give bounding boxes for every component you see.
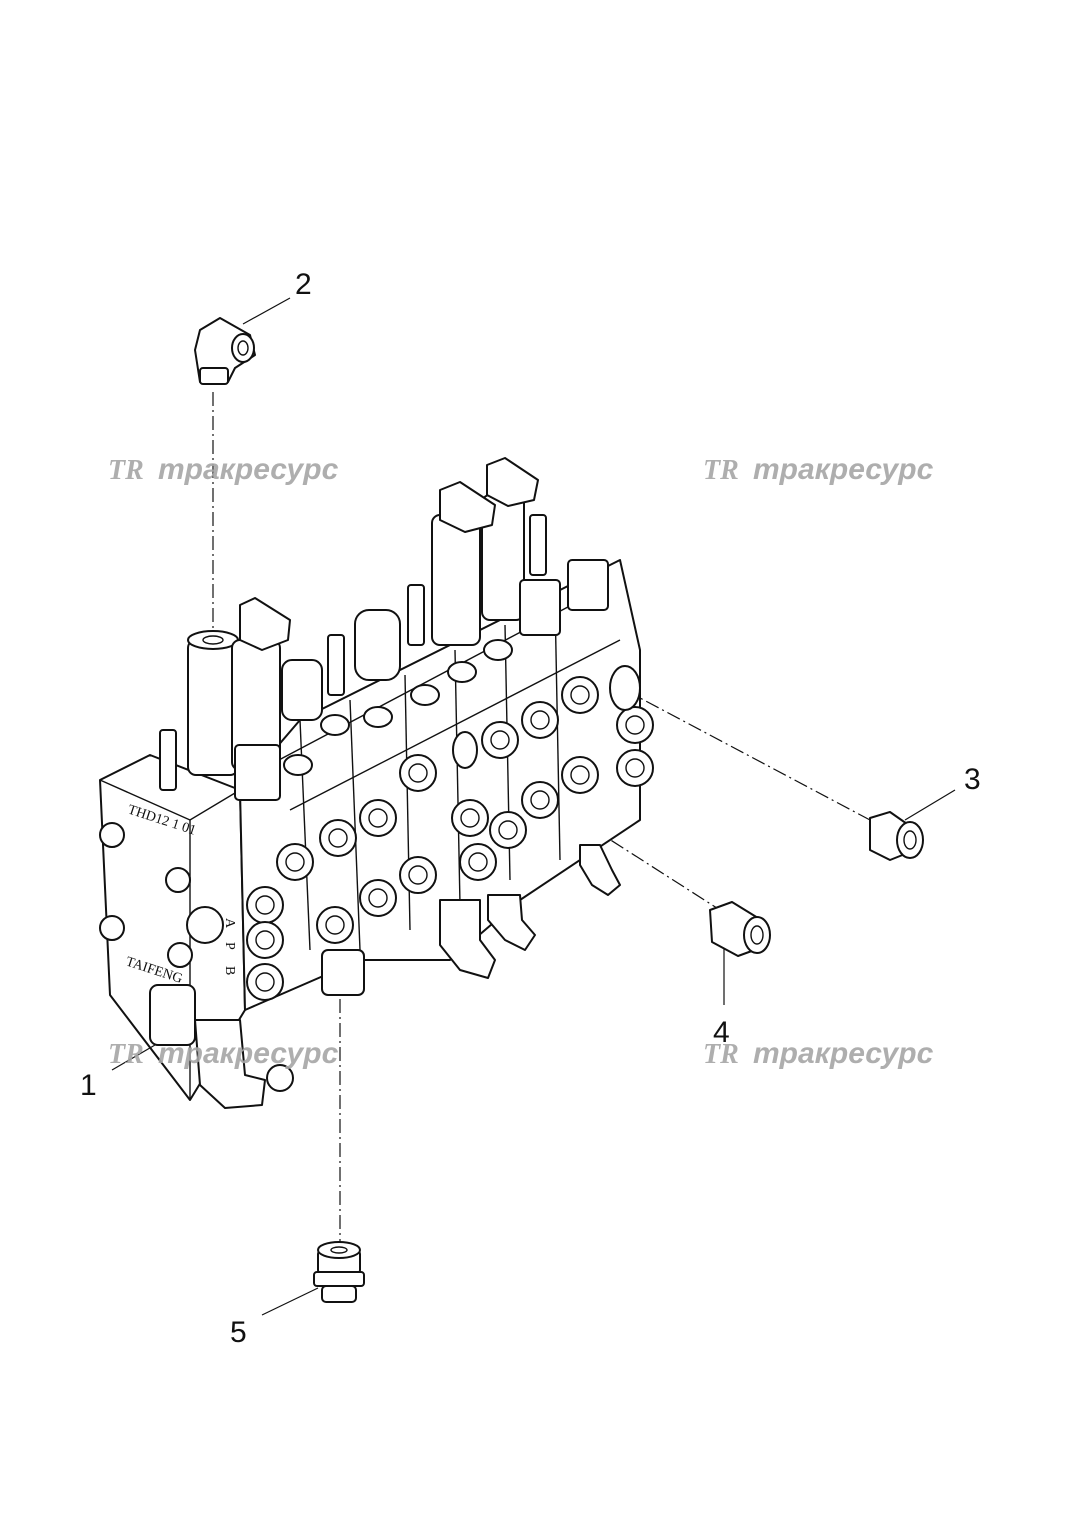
watermark-bottom-right: TR тракресурс xyxy=(703,1037,934,1070)
leader-1 xyxy=(111,1044,156,1071)
svg-text:TR: TR xyxy=(108,1039,144,1070)
leader-5 xyxy=(261,1287,319,1316)
svg-text:TR: TR xyxy=(108,455,144,486)
svg-text:TR: TR xyxy=(703,1039,739,1070)
watermark-top-right: TR тракресурс xyxy=(703,453,934,486)
callout-3: 3 xyxy=(964,763,981,796)
assembly-line-3 xyxy=(624,689,871,821)
elbow-fitting-2 xyxy=(194,317,256,385)
straight-fitting-5 xyxy=(313,1241,365,1303)
callout-1: 1 xyxy=(80,1069,97,1102)
callout-2: 2 xyxy=(295,268,312,301)
svg-text:тракресурс: тракресурс xyxy=(753,1037,934,1070)
watermark-bottom-left: TR тракресурс xyxy=(108,1037,339,1070)
callout-4: 4 xyxy=(713,1016,730,1049)
plug-fitting-3 xyxy=(869,811,924,861)
control-valve-assembly: THD12 1 01 TAIFENG A P B xyxy=(99,457,654,1109)
callout-5: 5 xyxy=(230,1316,247,1349)
port-fittings xyxy=(246,665,654,1001)
port-label-b: B xyxy=(222,966,237,975)
svg-text:тракресурс: тракресурс xyxy=(158,1037,339,1070)
svg-text:тракресурс: тракресурс xyxy=(753,453,934,486)
svg-text:тракресурс: тракресурс xyxy=(158,453,339,486)
port-label-p: P xyxy=(222,942,237,950)
watermark-top-left: TR тракресурс xyxy=(108,453,339,486)
plug-fitting-4 xyxy=(709,901,771,957)
port-label-a: A xyxy=(222,918,237,929)
leader-3 xyxy=(904,789,956,821)
svg-text:TR: TR xyxy=(703,455,739,486)
leader-2 xyxy=(242,297,291,325)
